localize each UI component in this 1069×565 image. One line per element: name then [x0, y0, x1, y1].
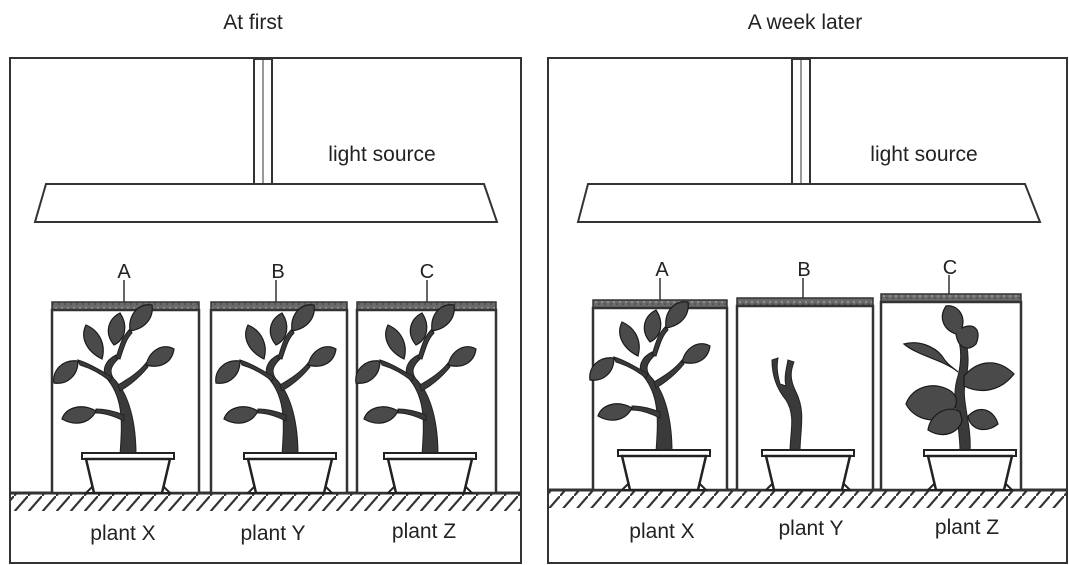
light-source: light source	[33, 58, 499, 223]
light-source-label: light source	[870, 143, 977, 166]
box-label: B	[797, 259, 810, 281]
pot	[242, 451, 338, 495]
plant-label: plant Z	[935, 516, 999, 539]
box-b: B	[209, 261, 349, 495]
tall-plant	[902, 305, 1015, 453]
plant-label: plant Y	[779, 517, 844, 540]
light-source-label: light source	[328, 143, 435, 166]
plant-label: plant Y	[241, 522, 306, 545]
panel-a-week-later: A week later light source A B	[547, 11, 1068, 564]
pot	[80, 451, 176, 495]
box-label: A	[655, 259, 669, 281]
ground	[10, 493, 521, 511]
light-source: light source	[576, 58, 1042, 223]
panel-title: A week later	[748, 11, 862, 34]
pot	[616, 448, 712, 492]
ground	[548, 490, 1067, 508]
box-b: B	[735, 259, 875, 492]
box-c: C	[879, 257, 1023, 492]
box-a: A	[50, 261, 201, 495]
box-label: C	[943, 257, 957, 279]
plant-label: plant Z	[392, 520, 456, 543]
box-c: C	[355, 261, 498, 495]
panel-title: At first	[223, 11, 283, 34]
box-a: A	[589, 259, 729, 492]
plant-label: plant X	[90, 522, 155, 545]
box-label: C	[420, 261, 434, 283]
panel-at-first: At first light source A B	[9, 11, 522, 564]
box-label: A	[117, 261, 131, 283]
pot	[382, 451, 478, 495]
box-label: B	[271, 261, 284, 283]
pot	[760, 448, 856, 492]
pot	[922, 448, 1018, 492]
plant-label: plant X	[629, 520, 694, 543]
wilted-plant	[771, 357, 803, 453]
